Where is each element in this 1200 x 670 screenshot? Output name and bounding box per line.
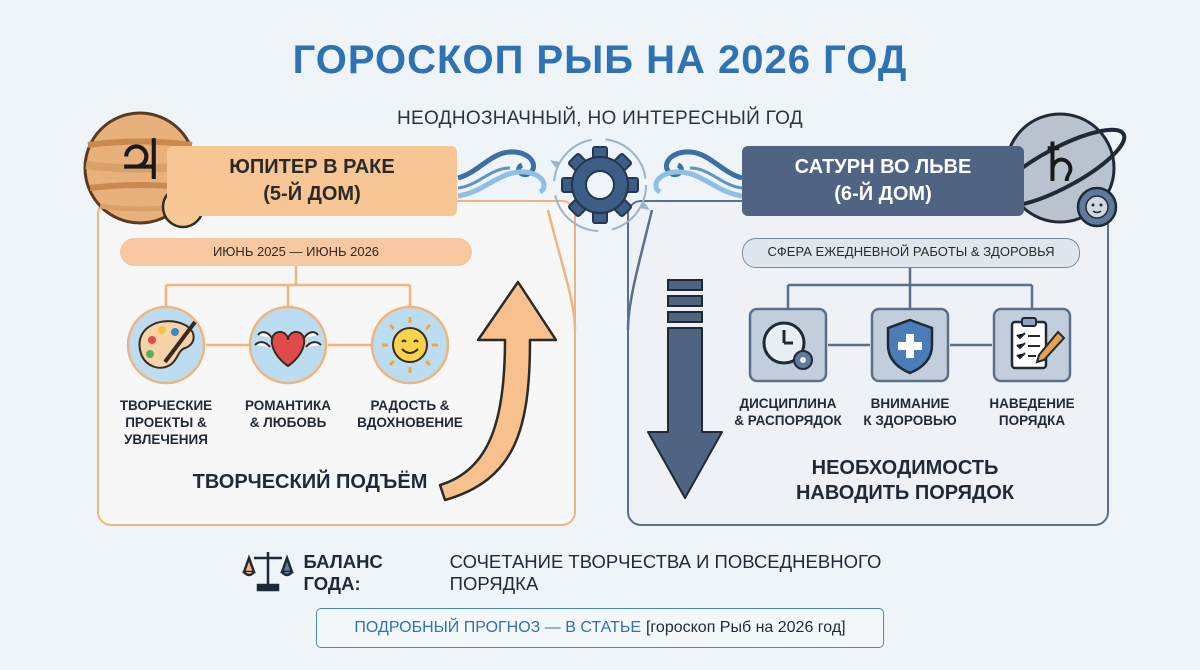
- descending-arrow-icon: [647, 279, 723, 499]
- lion-badge-icon: [1076, 186, 1118, 228]
- article-link-box[interactable]: ПОДРОБНЫЙ ПРОГНОЗ — В СТАТЬЕ [гороскоп Р…: [316, 608, 884, 648]
- article-link[interactable]: [гороскоп Рыб на 2026 год]: [645, 619, 846, 636]
- central-gear-icon: [550, 138, 650, 232]
- saturn-header-house: (6-Й ДОМ): [834, 183, 932, 205]
- jupiter-symbol: ♃: [114, 128, 166, 193]
- saturn-symbol: ♄: [1035, 131, 1085, 194]
- balance-scale-icon: [242, 552, 294, 592]
- heart-circle: [248, 305, 328, 385]
- sun-circle: [370, 305, 450, 385]
- clock-square: [748, 307, 828, 383]
- jupiter-header-house: (5-Й ДОМ): [263, 183, 361, 205]
- rising-arrow-icon: [438, 280, 558, 502]
- saturn-sphere-pill: СФЕРА ЕЖЕДНЕВНОЙ РАБОТЫ & ЗДОРОВЬЯ: [742, 238, 1080, 268]
- shield-square: [870, 307, 950, 383]
- balance-text: СОЧЕТАНИЕ ТВОРЧЕСТВА И ПОВСЕДНЕВНОГО ПОР…: [449, 551, 882, 594]
- jupiter-header-title: ЮПИТЕР В РАКЕ: [229, 156, 395, 178]
- health-label: ВНИМАНИЕ К ЗДОРОВЬЮ: [863, 396, 957, 428]
- discipline-label: ДИСЦИПЛИНА & РАСПОРЯДОК: [734, 396, 842, 428]
- article-prefix: ПОДРОБНЫЙ ПРОГНОЗ — В СТАТЬЕ: [354, 619, 641, 636]
- right-wave-icon: [653, 149, 743, 199]
- order-label: НАВЕДЕНИЕ ПОРЯДКА: [989, 396, 1075, 428]
- left-wave-icon: [457, 149, 547, 199]
- saturn-header: САТУРН ВО ЛЬВЕ (6-Й ДОМ): [742, 146, 1024, 216]
- romance-label: РОМАНТИКА & ЛЮБОВЬ: [244, 398, 331, 430]
- clipboard-square: [992, 307, 1072, 383]
- balance-label: БАЛАНС ГОДА:: [303, 551, 383, 594]
- order-need-label: НЕОБХОДИМОСТЬ НАВОДИТЬ ПОРЯДОК: [795, 457, 1015, 504]
- creative-projects-label: ТВОРЧЕСКИЕ ПРОЕКТЫ & УВЛЕЧЕНИЯ: [119, 398, 213, 447]
- saturn-header-title: САТУРН ВО ЛЬВЕ: [794, 156, 972, 178]
- joy-label: РАДОСТЬ & ВДОХНОВЕНИЕ: [357, 398, 463, 430]
- creative-rise-label: ТВОРЧЕСКИЙ ПОДЪЁМ: [192, 471, 428, 493]
- page-subtitle: НЕОДНОЗНАЧНЫЙ, НО ИНТЕРЕСНЫЙ ГОД: [397, 108, 803, 129]
- jupiter-header: ЮПИТЕР В РАКЕ (5-Й ДОМ): [167, 146, 457, 216]
- page-title: ГОРОСКОП РЫБ НА 2026 ГОД: [292, 38, 908, 82]
- jupiter-period-pill: ИЮНЬ 2025 — ИЮНЬ 2026: [120, 238, 472, 266]
- balance-line: БАЛАНС ГОДА: СОЧЕТАНИЕ ТВОРЧЕСТВА И ПОВС…: [250, 551, 970, 594]
- palette-circle: [126, 305, 206, 385]
